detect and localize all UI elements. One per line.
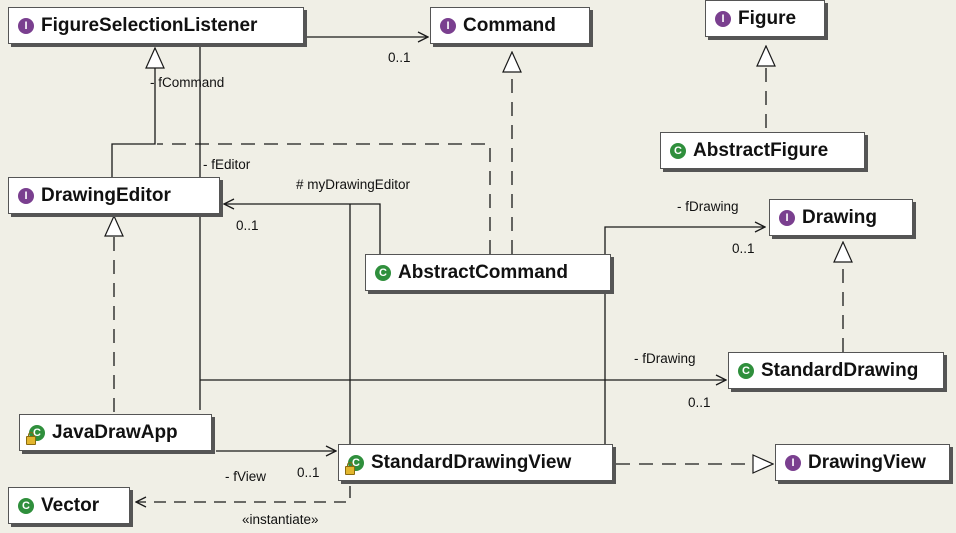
- edge-drawing-editor-realizes-figure-selection-listener: [111, 48, 155, 177]
- fdrawing-role-label-top: - fDrawing: [677, 199, 739, 214]
- interface-icon: I: [18, 187, 34, 204]
- node-name: DrawingView: [808, 451, 926, 473]
- lock-icon: [345, 461, 355, 475]
- node-standard-drawing[interactable]: C StandardDrawing: [728, 352, 944, 389]
- drawing-editor-multiplicity-label: 0..1: [236, 218, 259, 233]
- instantiate-stereotype-label: «instantiate»: [242, 512, 319, 527]
- edge-fcommand-association: [199, 37, 428, 410]
- edge-my-drawing-editor-association: [224, 204, 381, 254]
- interface-icon: I: [785, 454, 801, 471]
- interface-icon: I: [18, 17, 34, 34]
- node-name: AbstractFigure: [693, 139, 829, 161]
- edge-instantiate-dependency: [136, 486, 351, 502]
- fcommand-role-label: - fCommand: [150, 75, 225, 90]
- node-name: Drawing: [802, 206, 877, 228]
- node-command[interactable]: I Command: [430, 7, 590, 44]
- my-drawing-editor-role-label: # myDrawingEditor: [296, 177, 411, 192]
- interface-icon: I: [715, 10, 731, 27]
- node-name: Figure: [738, 7, 797, 29]
- node-standard-drawing-view[interactable]: C StandardDrawingView: [338, 444, 613, 481]
- fdrawing-role-label-bottom: - fDrawing: [634, 351, 696, 366]
- edge-abstract-command-realizes-figure-selection-listener: [157, 143, 491, 254]
- interface-icon: I: [779, 209, 795, 226]
- fview-multiplicity-label: 0..1: [297, 465, 320, 480]
- node-java-draw-app[interactable]: C JavaDrawApp: [19, 414, 212, 451]
- interface-icon: I: [440, 17, 456, 34]
- node-drawing-editor[interactable]: I DrawingEditor: [8, 177, 220, 214]
- node-vector[interactable]: C Vector: [8, 487, 130, 524]
- node-name: JavaDrawApp: [52, 421, 178, 443]
- lock-icon: [26, 431, 36, 445]
- class-icon: C: [670, 142, 686, 159]
- class-icon: C: [18, 497, 34, 514]
- node-name: AbstractCommand: [398, 261, 568, 283]
- drawing-multiplicity-label: 0..1: [732, 241, 755, 256]
- fcommand-multiplicity-label: 0..1: [388, 50, 411, 65]
- node-name: StandardDrawingView: [371, 451, 572, 473]
- node-abstract-figure[interactable]: C AbstractFigure: [660, 132, 865, 169]
- node-drawing-view[interactable]: I DrawingView: [775, 444, 950, 481]
- edge-fdrawing-view-association: [604, 227, 765, 444]
- node-drawing[interactable]: I Drawing: [769, 199, 913, 236]
- node-name: Vector: [41, 494, 100, 516]
- node-name: StandardDrawing: [761, 359, 919, 381]
- node-figure-selection-listener[interactable]: I FigureSelectionListener: [8, 7, 304, 44]
- node-name: DrawingEditor: [41, 184, 171, 206]
- class-icon: C: [26, 424, 45, 445]
- class-icon: C: [738, 362, 754, 379]
- standard-drawing-multiplicity-label: 0..1: [688, 395, 711, 410]
- feditor-role-label: - fEditor: [203, 157, 251, 172]
- node-figure[interactable]: I Figure: [705, 0, 825, 37]
- fview-role-label: - fView: [225, 469, 267, 484]
- node-abstract-command[interactable]: C AbstractCommand: [365, 254, 611, 291]
- node-name: FigureSelectionListener: [41, 14, 258, 36]
- node-name: Command: [463, 14, 556, 36]
- class-icon: C: [345, 454, 364, 475]
- class-icon: C: [375, 264, 391, 281]
